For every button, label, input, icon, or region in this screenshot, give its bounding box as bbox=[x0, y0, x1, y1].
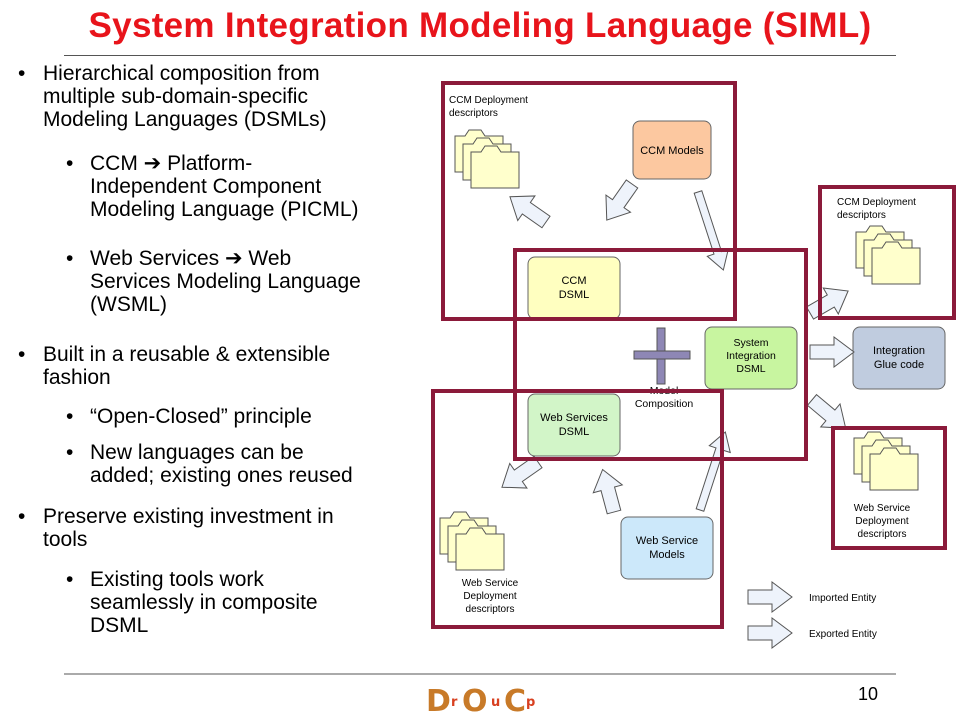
title-divider bbox=[64, 55, 896, 56]
system-integration-label-2: Integration bbox=[726, 350, 776, 362]
bullet-line: Hierarchical composition from bbox=[43, 62, 320, 85]
ccm-dsml-label-1: CCM bbox=[561, 275, 586, 287]
folder-stack-icon bbox=[454, 129, 520, 189]
ccm-group-frame bbox=[441, 81, 737, 321]
ccm-deployment-left-label-1: CCM Deployment bbox=[449, 95, 528, 106]
export-arrow-icon bbox=[500, 183, 556, 235]
bullet-line: Web Services ➔ Web bbox=[90, 247, 292, 270]
svg-text:C: C bbox=[504, 684, 526, 719]
glue-code-label-1: Integration bbox=[873, 345, 925, 357]
ccm-dsml-box bbox=[527, 256, 621, 320]
bullet-line: CCM ➔ Platform- bbox=[90, 152, 253, 175]
ws-deployment-left-label-3: descriptors bbox=[466, 604, 515, 615]
bullet-dot: • bbox=[18, 505, 26, 528]
bullet-dot: • bbox=[66, 247, 74, 270]
sub-bullet-item: • Existing tools work seamlessly in comp… bbox=[66, 568, 446, 637]
bullet-line: Preserve existing investment in bbox=[43, 505, 334, 528]
bullet-dot: • bbox=[66, 152, 74, 175]
bullet-line: New languages can be bbox=[90, 441, 304, 464]
ccm-dsml-label-2: DSML bbox=[559, 289, 590, 301]
web-services-dsml-label-2: DSML bbox=[559, 426, 590, 438]
system-integration-label-3: DSML bbox=[736, 363, 765, 375]
composition-group-frame bbox=[513, 248, 808, 461]
bullet-line: Services Modeling Language bbox=[90, 270, 361, 293]
bullet-line: Existing tools work bbox=[90, 568, 264, 591]
export-arrow-icon bbox=[801, 388, 856, 441]
slide-title: System Integration Modeling Language (SI… bbox=[88, 6, 872, 45]
web-service-models-label-2: Models bbox=[649, 549, 685, 561]
folder-stack-icon bbox=[855, 225, 921, 285]
legend-exported-arrow-icon bbox=[747, 617, 793, 649]
ws-deployment-right-label-2: Deployment bbox=[855, 516, 909, 527]
legend-imported-arrow-icon bbox=[747, 581, 793, 613]
ccm-deployment-right-label-1: CCM Deployment bbox=[837, 197, 916, 208]
web-service-models-label-1: Web Service bbox=[636, 535, 698, 547]
bullet-line: multiple sub-domain-specific bbox=[43, 85, 308, 108]
import-arrow-icon bbox=[593, 174, 645, 230]
bullet-line: Modeling Languages (DSMLs) bbox=[43, 108, 327, 131]
bullet-line: fashion bbox=[43, 366, 111, 389]
sub-bullet-item: • CCM ➔ Platform- Independent Component … bbox=[66, 152, 446, 221]
ws-deployment-right-label-3: descriptors bbox=[858, 529, 907, 540]
ccm-models-box bbox=[632, 120, 712, 180]
system-integration-dsml-box bbox=[704, 326, 798, 390]
bullet-line: “Open-Closed” principle bbox=[90, 405, 312, 428]
bullet-dot: • bbox=[66, 568, 74, 591]
bullet-item: • Preserve existing investment in tools bbox=[18, 505, 418, 551]
ws-deployment-frame bbox=[831, 426, 947, 550]
ws-deployment-left-label-2: Deployment bbox=[463, 591, 517, 602]
bullet-dot: • bbox=[66, 405, 74, 428]
export-arrow-icon bbox=[809, 336, 855, 368]
folder-stack-icon bbox=[439, 511, 505, 571]
bullet-line: (WSML) bbox=[90, 293, 167, 316]
doc-group-logo: D r O u C p bbox=[426, 684, 535, 719]
ccm-deployment-left-label-2: descriptors bbox=[449, 108, 498, 119]
sub-bullet-item: • “Open-Closed” principle bbox=[66, 405, 446, 428]
web-services-dsml-label-1: Web Services bbox=[540, 412, 608, 424]
bullet-item: • Hierarchical composition from multiple… bbox=[18, 62, 418, 131]
bullet-line: Built in a reusable & extensible bbox=[43, 343, 331, 366]
legend-imported-label: Imported Entity bbox=[809, 593, 876, 604]
legend-exported-label: Exported Entity bbox=[809, 629, 877, 640]
glue-code-label-2: Glue code bbox=[874, 359, 924, 371]
bullet-item: • Built in a reusable & extensible fashi… bbox=[18, 343, 418, 389]
bullet-line: Independent Component bbox=[90, 175, 322, 198]
integration-glue-code-box bbox=[852, 326, 946, 390]
bullet-line: DSML bbox=[90, 614, 149, 637]
long-import-arrow-icon bbox=[689, 428, 737, 514]
import-arrow-icon bbox=[587, 465, 629, 517]
svg-text:p: p bbox=[526, 695, 535, 710]
ws-deployment-right-label-1: Web Service bbox=[854, 503, 911, 514]
ccm-deployment-frame bbox=[818, 185, 956, 320]
page-number: 10 bbox=[858, 684, 879, 704]
ccm-models-label: CCM Models bbox=[640, 145, 704, 157]
svg-text:r: r bbox=[451, 695, 458, 710]
composition-cross-icon bbox=[633, 327, 691, 385]
web-service-models-box bbox=[620, 516, 714, 580]
bullet-line: tools bbox=[43, 528, 88, 551]
bullet-line: seamlessly in composite bbox=[90, 591, 318, 614]
bullet-line: Modeling Language (PICML) bbox=[90, 198, 359, 221]
bullet-dot: • bbox=[66, 441, 74, 464]
svg-text:u: u bbox=[491, 695, 500, 710]
folder-stack-icon bbox=[853, 431, 919, 491]
model-composition-label-2: Composition bbox=[635, 398, 694, 410]
long-import-arrow-icon bbox=[687, 188, 735, 274]
bullet-dot: • bbox=[18, 62, 26, 85]
web-services-dsml-box bbox=[527, 393, 621, 457]
web-services-group-frame bbox=[431, 389, 724, 629]
bullet-dot: • bbox=[18, 343, 26, 366]
svg-text:D: D bbox=[426, 684, 451, 719]
bullet-line: added; existing ones reused bbox=[90, 464, 353, 487]
system-integration-label-1: System bbox=[733, 337, 768, 349]
sub-bullet-item: • Web Services ➔ Web Services Modeling L… bbox=[66, 247, 446, 316]
ws-deployment-left-label-1: Web Service bbox=[462, 578, 519, 589]
svg-text:O: O bbox=[462, 684, 488, 719]
ccm-deployment-right-label-2: descriptors bbox=[837, 210, 886, 221]
sub-bullet-item: • New languages can be added; existing o… bbox=[66, 441, 446, 487]
